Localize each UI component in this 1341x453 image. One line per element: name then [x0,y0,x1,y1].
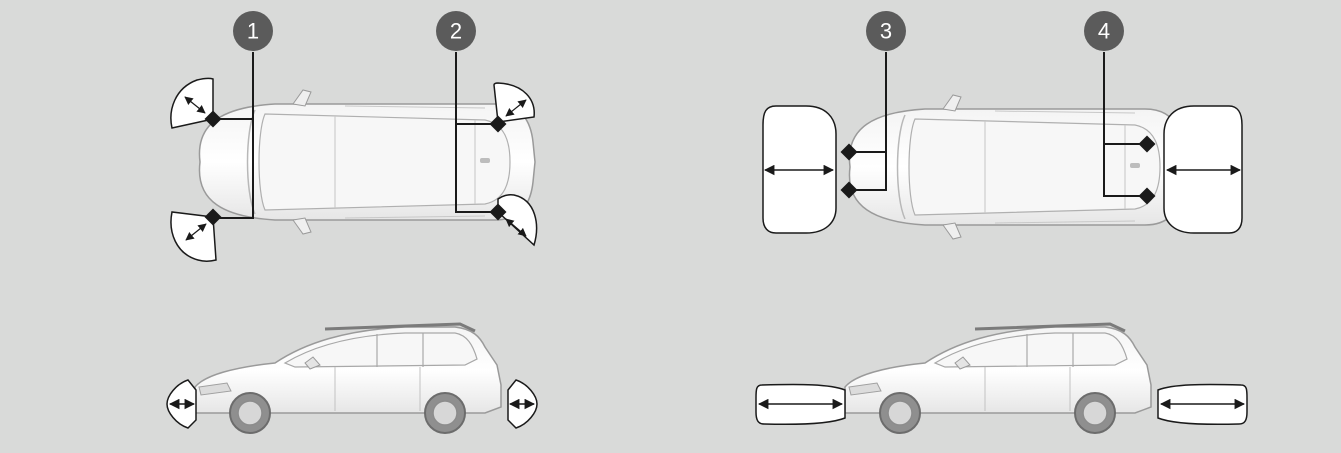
callout-1: 1 [233,11,273,51]
car-side-view-left [193,322,503,435]
callout-4: 4 [1084,11,1124,51]
callout-3: 3 [866,11,906,51]
corner-sensor-group [166,52,538,435]
car-side-view-right [843,322,1153,435]
detection-zone-rear-left [493,82,535,123]
center-sensor-group [755,52,1248,435]
callout-number: 3 [880,19,892,44]
callout-2: 2 [436,11,476,51]
car-top-view-right [848,94,1186,240]
callout-number: 1 [247,19,259,44]
leader-line-4 [1103,52,1147,197]
callout-number: 2 [450,19,462,44]
leader-line-2 [455,52,498,213]
leader-line-1 [213,52,254,219]
callout-number: 4 [1098,19,1110,44]
leader-line-3 [849,52,887,191]
